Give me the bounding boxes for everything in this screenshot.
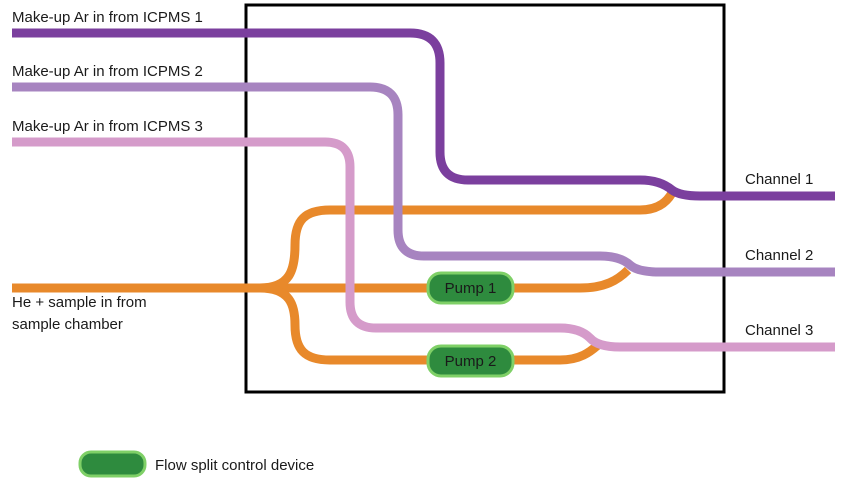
pump-2-label: Pump 2 [445, 353, 497, 370]
label-icpms3: Make-up Ar in from ICPMS 3 [12, 118, 203, 135]
legend-device-swatch [78, 450, 147, 478]
pump-1-body [426, 271, 515, 305]
label-channel2: Channel 2 [745, 247, 813, 264]
ar-line-icpms1 [12, 28, 835, 201]
legend: Flow split control device [78, 450, 314, 478]
label-he-sample-line1: He + sample in from [12, 294, 147, 311]
he-sample-branch-1 [259, 190, 676, 293]
label-icpms1: Make-up Ar in from ICPMS 1 [12, 9, 203, 26]
pump-1-label: Pump 1 [445, 280, 497, 297]
pump-2-body [426, 344, 515, 378]
label-channel1: Channel 1 [745, 171, 813, 188]
he-sample-lines [12, 190, 676, 365]
label-he-sample-line2: sample chamber [12, 316, 123, 333]
label-icpms2: Make-up Ar in from ICPMS 2 [12, 63, 203, 80]
label-channel3: Channel 3 [745, 322, 813, 339]
legend-device-label: Flow split control device [155, 457, 314, 474]
ar-line-icpms2 [12, 82, 835, 277]
device-enclosure [244, 3, 726, 394]
pump-2[interactable]: Pump 2 [426, 344, 515, 378]
he-sample-branch-3 [259, 283, 601, 365]
he-sample-branch-2 [260, 266, 632, 293]
ar-line-icpms3 [12, 137, 835, 352]
ar-lines [12, 28, 835, 352]
pump-1[interactable]: Pump 1 [426, 271, 515, 305]
